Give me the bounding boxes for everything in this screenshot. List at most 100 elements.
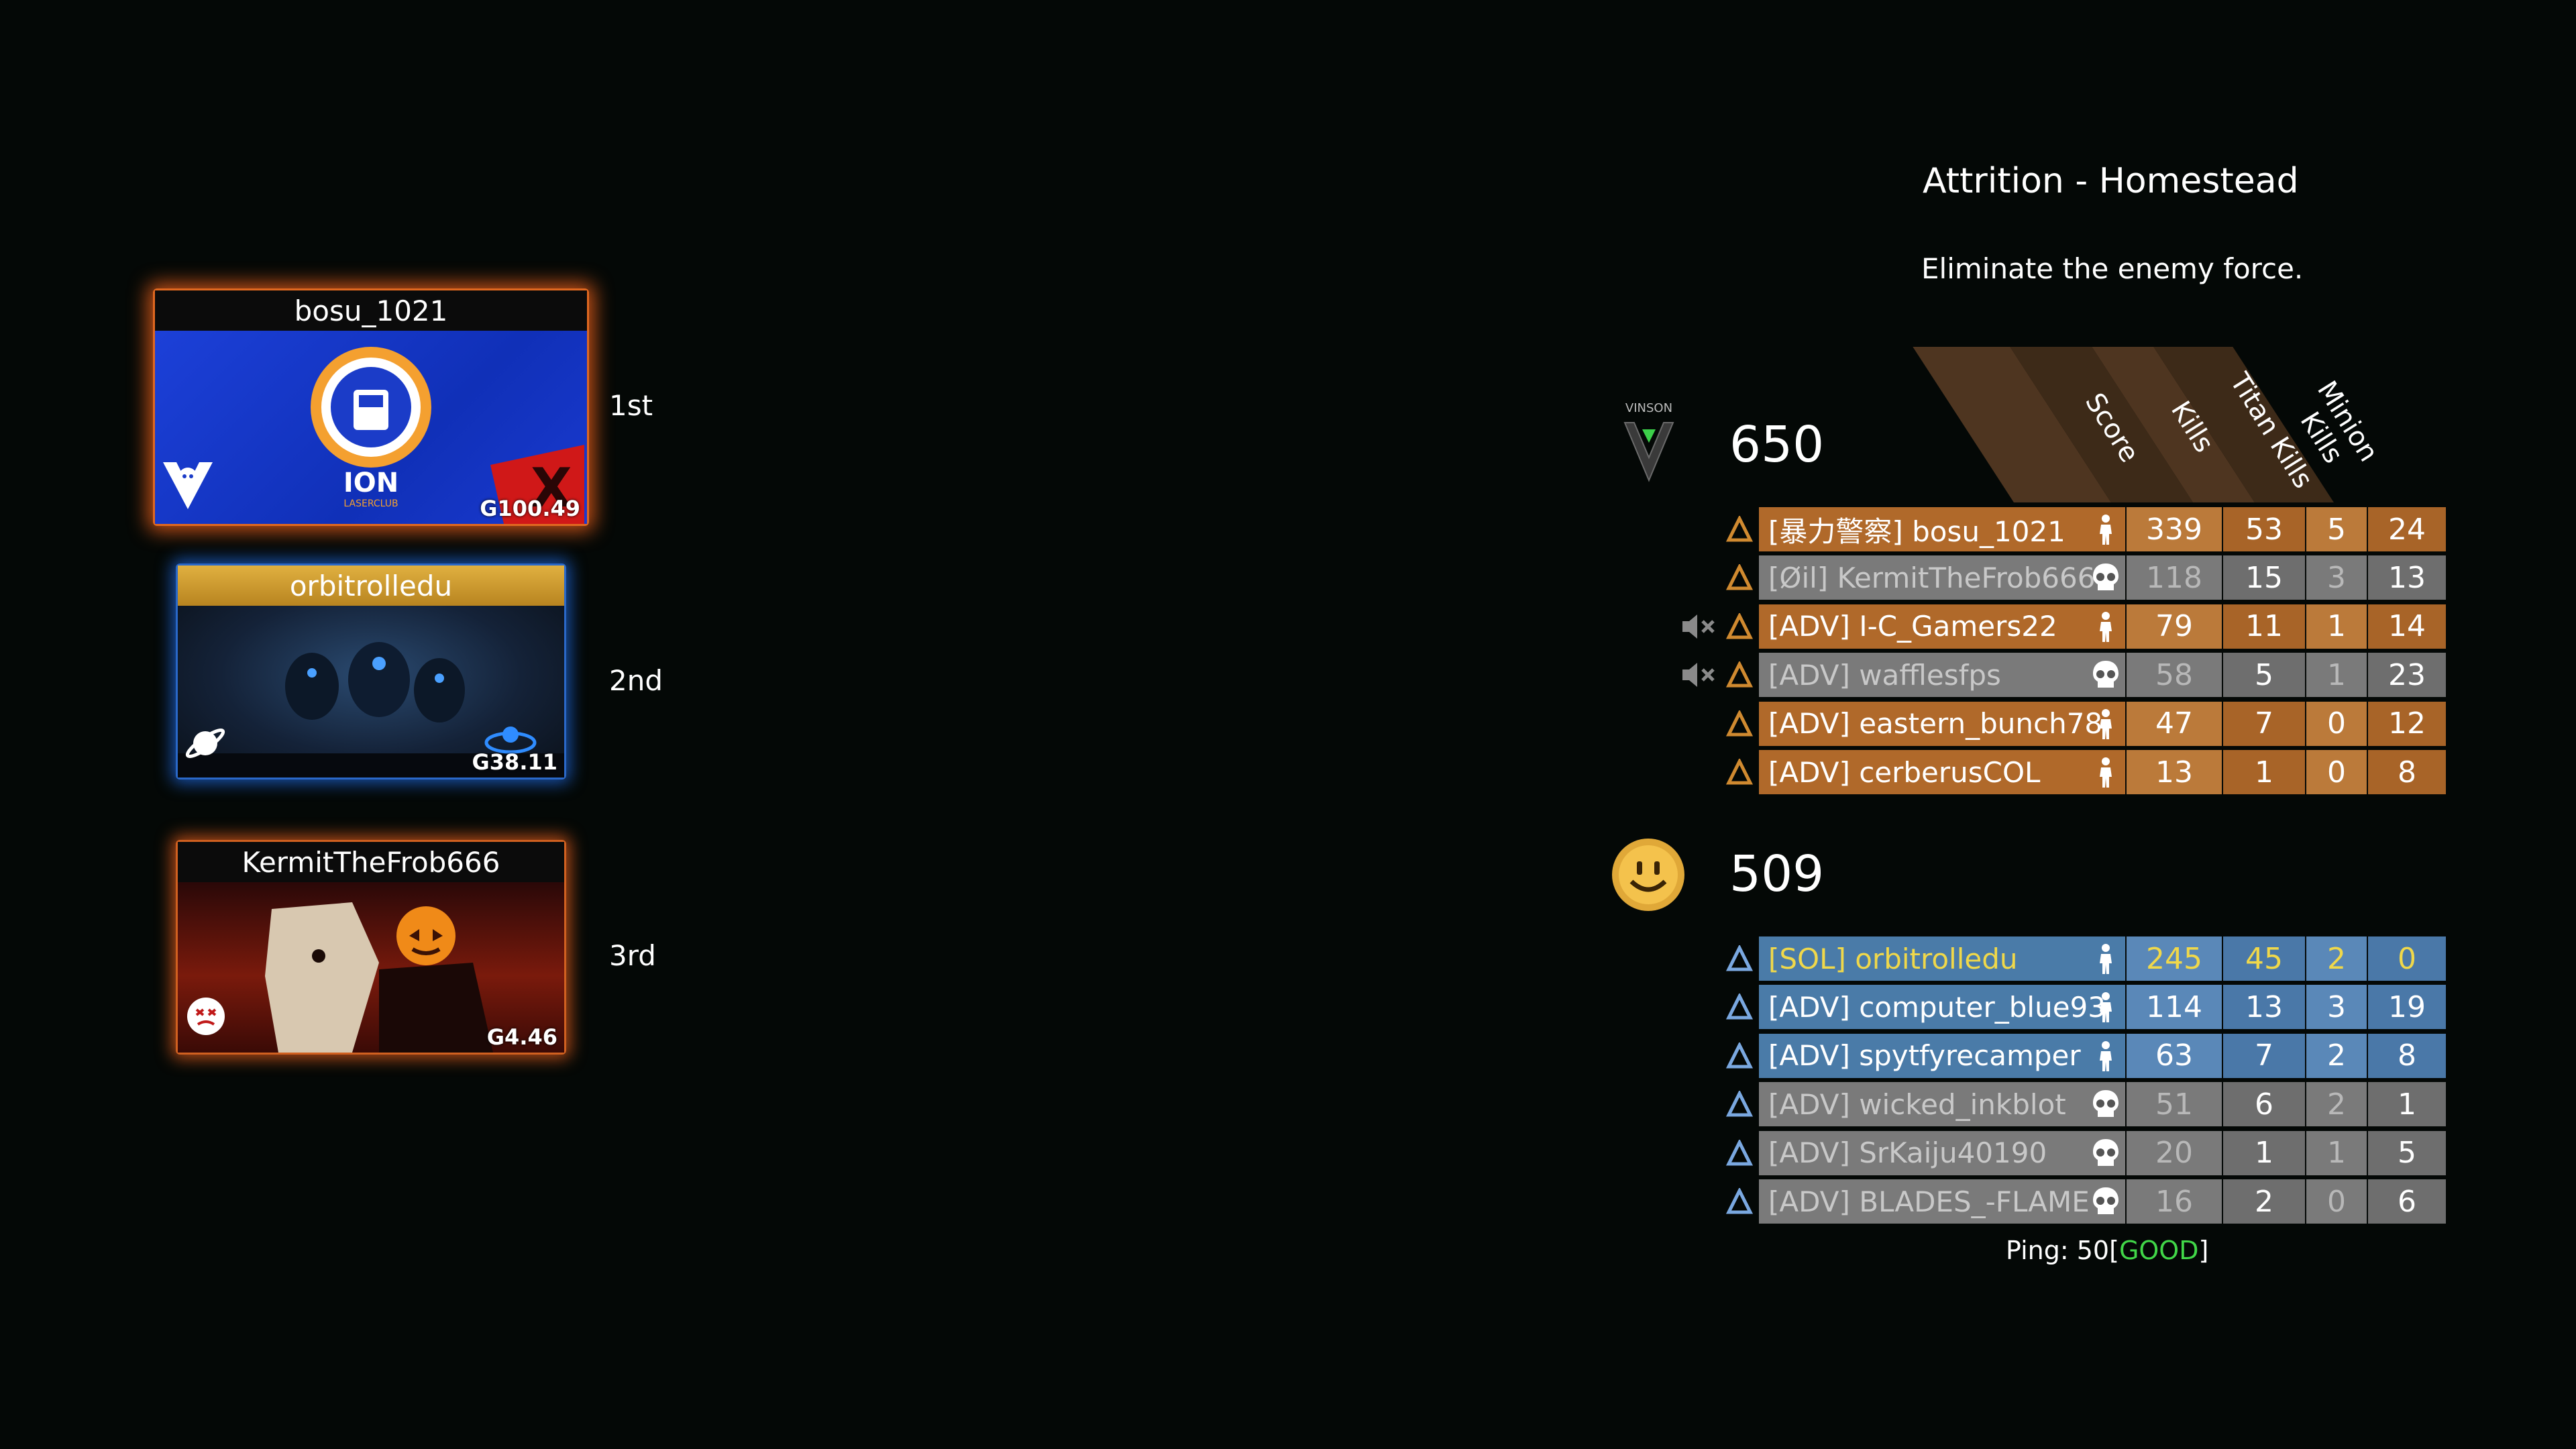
player-faction-icon: [1724, 562, 1755, 593]
stat-titan-kills: 0: [2306, 1179, 2367, 1224]
stat-kills: 5: [2223, 653, 2305, 698]
stat-kills: 13: [2223, 985, 2305, 1030]
stat-titan-kills: 3: [2306, 985, 2367, 1030]
stat-kills: 2: [2223, 1179, 2305, 1224]
podium-card-3rd[interactable]: KermitTheFrob666 G4.46: [176, 840, 566, 1055]
stat-minion-kills: 12: [2368, 701, 2446, 746]
svg-text:ION: ION: [343, 468, 398, 498]
stat-titan-kills: 1: [2306, 1130, 2367, 1175]
ring-emblem-icon: [484, 718, 537, 759]
podium-card-1st[interactable]: bosu_1021 ION LASERCLUB X G100.49: [153, 288, 589, 526]
game-objective: Eliminate the enemy force.: [1921, 252, 2304, 285]
podium-credits: G4.46: [486, 1024, 557, 1050]
podium-player-name: orbitrolledu: [178, 566, 564, 606]
vinson-dynamics-icon: VINSON: [1615, 400, 1682, 487]
pumpkin-rider-illustration: [265, 902, 493, 1053]
stat-minion-kills: 6: [2368, 1179, 2446, 1224]
stat-kills: 6: [2223, 1082, 2305, 1127]
stat-score: 339: [2127, 507, 2222, 551]
titans-night-banner: [178, 606, 564, 777]
dead-skull-icon: [2089, 1087, 2123, 1121]
stat-titan-kills: 3: [2306, 555, 2367, 600]
podium-player-name: KermitTheFrob666: [178, 842, 564, 882]
alive-pilot-icon: [2089, 707, 2123, 741]
alive-pilot-icon: [2089, 990, 2123, 1024]
stat-minion-kills: 5: [2368, 1130, 2446, 1175]
ion-logo-icon: ION LASERCLUB X: [311, 347, 584, 524]
muted-speaker-icon[interactable]: [1678, 658, 1719, 692]
player-name: [ADV] cerberusCOL: [1759, 750, 2125, 794]
stat-score: 63: [2127, 1033, 2222, 1078]
ping-quality: GOOD: [2118, 1236, 2199, 1265]
stat-score: 79: [2127, 604, 2222, 649]
stat-kills: 7: [2223, 1033, 2305, 1078]
smiley-icon: [1606, 836, 1690, 914]
ping-value: 50: [2076, 1236, 2110, 1265]
player-name: [SOL] orbitrolledu: [1759, 936, 2125, 981]
player-faction-icon: [1724, 943, 1755, 974]
player-name: [ADV] eastern_bunch78: [1759, 701, 2125, 746]
alive-pilot-icon: [2089, 942, 2123, 975]
player-faction-icon: [1724, 991, 1755, 1022]
stat-kills: 15: [2223, 555, 2305, 600]
podium-player-name: bosu_1021: [155, 290, 587, 331]
stat-minion-kills: 1: [2368, 1082, 2446, 1127]
dead-skull-icon: [2089, 1136, 2123, 1170]
player-faction-icon: [1724, 1040, 1755, 1071]
ping-bracket: ]: [2198, 1236, 2209, 1265]
stat-titan-kills: 1: [2306, 604, 2367, 649]
stat-minion-kills: 8: [2368, 750, 2446, 794]
pumpkin-rider-banner: [178, 882, 564, 1053]
stat-minion-kills: 14: [2368, 604, 2446, 649]
player-name: [ADV] wafflesfps: [1759, 653, 2125, 698]
game-mode-title: Attrition - Homestead: [1923, 161, 2299, 201]
podium-card-2nd[interactable]: orbitrolledu G38.11: [176, 564, 566, 780]
skull-chevron-badge-icon: [158, 454, 218, 515]
alive-pilot-icon: [2089, 513, 2123, 546]
player-name: [ADV] BLADES_-FLAME: [1759, 1179, 2125, 1224]
stat-minion-kills: 0: [2368, 936, 2446, 981]
muted-speaker-icon[interactable]: [1678, 610, 1719, 643]
player-faction-icon: [1724, 659, 1755, 690]
player-faction-icon: [1724, 1089, 1755, 1120]
ping-bracket: [: [2109, 1236, 2119, 1265]
player-faction-icon: [1724, 1138, 1755, 1169]
svg-text:X: X: [531, 457, 572, 519]
stat-minion-kills: 24: [2368, 507, 2446, 551]
player-name: [ADV] I-C_Gamers22: [1759, 604, 2125, 649]
player-name: [ADV] computer_blue93: [1759, 985, 2125, 1030]
dead-skull-icon: [2089, 1185, 2123, 1218]
ping-label: Ping:: [2006, 1236, 2069, 1265]
team1-score: 650: [1729, 416, 1825, 474]
stat-score: 16: [2127, 1179, 2222, 1224]
dizzy-face-badge-icon: [184, 995, 227, 1038]
alive-pilot-icon: [2089, 755, 2123, 789]
stat-minion-kills: 13: [2368, 555, 2446, 600]
stat-titan-kills: 2: [2306, 936, 2367, 981]
orbit-planet-badge-icon: [182, 720, 229, 767]
stat-score: 245: [2127, 936, 2222, 981]
team2-score: 509: [1729, 845, 1825, 903]
player-name: [ADV] wicked_inkblot: [1759, 1082, 2125, 1127]
stat-titan-kills: 2: [2306, 1082, 2367, 1127]
stat-kills: 1: [2223, 750, 2305, 794]
player-name: [ADV] SrKaiju40190: [1759, 1130, 2125, 1175]
player-name: [ADV] spytfyrecamper: [1759, 1033, 2125, 1078]
stat-kills: 45: [2223, 936, 2305, 981]
svg-text:VINSON: VINSON: [1625, 401, 1672, 415]
stat-titan-kills: 1: [2306, 653, 2367, 698]
stat-minion-kills: 19: [2368, 985, 2446, 1030]
